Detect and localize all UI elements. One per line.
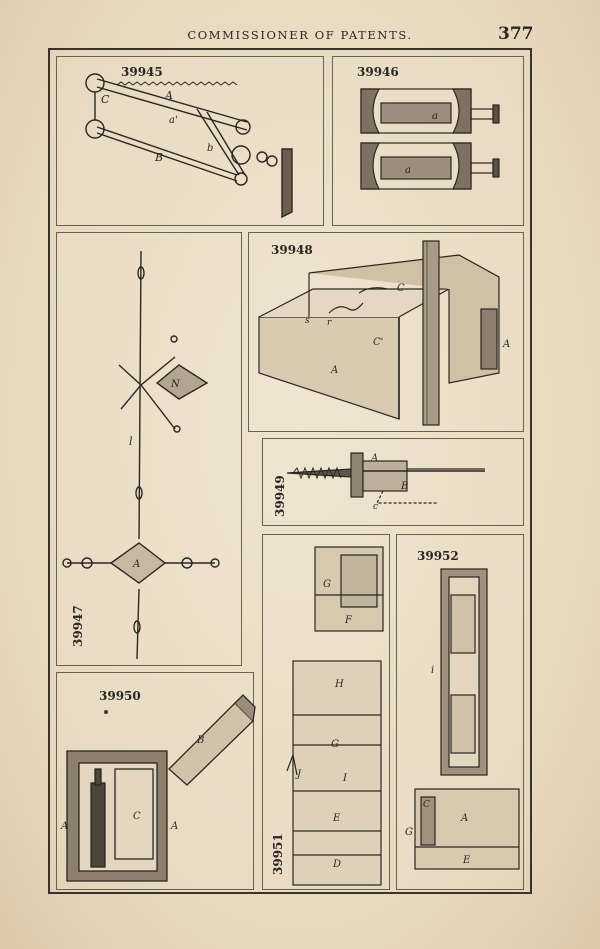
label-a-bottom: a [405,165,411,176]
label-G: G [405,827,413,838]
label-a-prime: a' [169,115,178,126]
label-J: J [295,769,302,780]
figure-39950-panel: 39950 A A B C [56,672,256,890]
label-B: B [154,151,163,164]
label-B: B [400,481,408,492]
label-B: B [196,735,204,746]
ink-dot [104,710,108,714]
label-A: A [132,559,140,570]
label-A-side: A [502,339,510,350]
label-c: c [373,502,378,512]
label-A-right: A [170,821,178,832]
figure-39949-drawing: A B c [286,452,485,512]
figure-39952-number: 39952 [417,549,459,563]
label-C: C [133,811,141,822]
label-b: b [207,143,213,154]
figure-39946-panel: 39946 a a [332,56,524,226]
label-E: E [462,855,471,866]
figure-39952-drawing: i C A G E [405,568,520,870]
figure-39945-drawing: A a' B b C [85,73,293,219]
figure-39948-panel: 39948 C C' A A s r [248,232,524,432]
figure-39950-number: 39950 [99,689,141,703]
figure-39946-drawing: a a [360,88,500,190]
label-H: H [334,679,344,690]
label-C-prime: C' [373,337,383,348]
figure-39949-panel: 39949 A B c [262,438,524,526]
label-C: C [397,283,405,294]
label-A-left: A [60,821,68,832]
label-C: C [101,93,110,106]
figure-39945-number: 39945 [121,65,163,79]
label-F: F [344,615,353,626]
figure-39951-drawing: G F H G I J E D [286,546,384,886]
figure-plate-frame [48,48,532,894]
figure-39952-panel: 39952 i C A G E [396,534,524,890]
running-header: COMMISSIONER OF PATENTS. [187,28,413,42]
label-C: C [423,800,430,810]
label-E: E [332,813,341,824]
label-D: D [332,859,341,870]
label-I: I [342,773,348,784]
label-i: i [431,665,434,676]
figure-39950-drawing: A A B C [60,694,256,882]
label-A: A [164,89,173,102]
label-G-mid: G [331,739,339,750]
label-A-front: A [330,365,338,376]
label-a-top: a [432,111,438,122]
figure-39947-panel: 39947 [56,232,242,666]
label-l: l [129,435,133,448]
figure-39945-panel: 39945 A a' B [56,56,324,226]
label-N: N [170,379,181,390]
label-r: r [327,318,332,328]
figure-39948-drawing: C C' A A s r [258,240,510,426]
label-G-top: G [323,579,331,590]
page-number: 377 [498,24,534,44]
figure-39951-panel: 39951 G F H G I J E D [262,534,390,890]
figure-39947-drawing: N l A [62,250,220,660]
label-s: s [305,316,310,326]
figure-39946-number: 39946 [357,65,399,79]
figure-39948-number: 39948 [271,243,313,257]
label-A: A [370,453,378,464]
label-A: A [460,813,468,824]
